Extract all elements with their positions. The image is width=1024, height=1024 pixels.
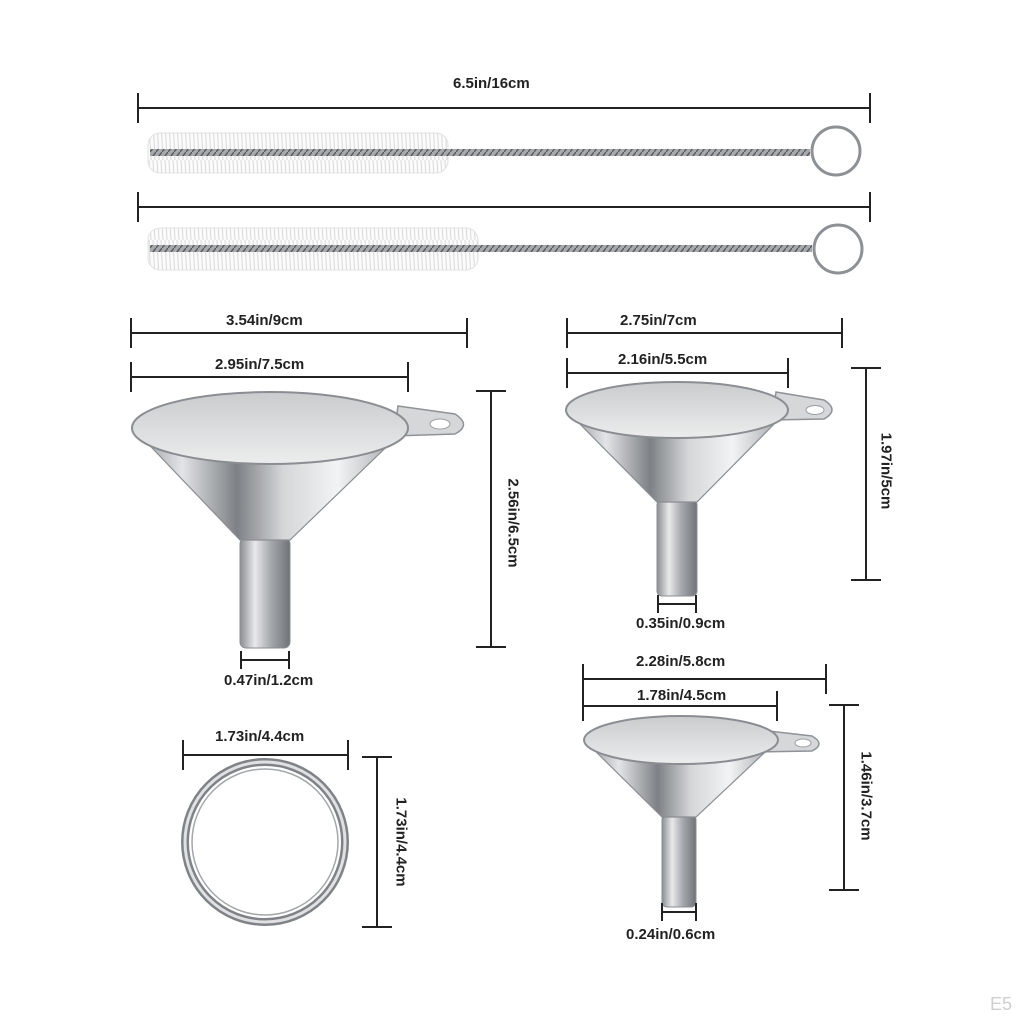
- ring-width-label: 1.73in/4.4cm: [215, 728, 305, 745]
- large-funnel-width-label: 3.54in/9cm: [226, 312, 303, 329]
- large-funnel: [130, 391, 465, 649]
- split-ring: [181, 758, 349, 926]
- small-funnel-spout-label: 0.24in/0.6cm: [626, 926, 716, 943]
- small-funnel: [583, 715, 820, 908]
- large-funnel-mouth-label: 2.95in/7.5cm: [215, 356, 305, 373]
- small-funnel-mouth-label: 1.78in/4.5cm: [637, 687, 727, 704]
- watermark: E5: [990, 994, 1013, 1014]
- brush-length-label: 6.5in/16cm: [453, 75, 530, 92]
- small-funnel-height-label: 1.46in/3.7cm: [857, 751, 875, 841]
- medium-funnel-spout-label: 0.35in/0.9cm: [636, 615, 726, 632]
- medium-funnel-height-label: 1.97in/5cm: [877, 432, 895, 510]
- large-funnel-spout-label: 0.47in/1.2cm: [224, 672, 314, 689]
- medium-funnel-mouth-label: 2.16in/5.5cm: [618, 351, 708, 368]
- cleaning-brush-top: [147, 125, 862, 177]
- cleaning-brush-bottom: [147, 223, 864, 275]
- large-funnel-height-label: 2.56in/6.5cm: [504, 478, 522, 568]
- medium-funnel-width-label: 2.75in/7cm: [620, 312, 697, 329]
- ring-height-label: 1.73in/4.4cm: [392, 797, 410, 887]
- dimension-lines: [130, 93, 881, 928]
- medium-funnel: [565, 381, 833, 597]
- small-funnel-width-label: 2.28in/5.8cm: [636, 653, 726, 670]
